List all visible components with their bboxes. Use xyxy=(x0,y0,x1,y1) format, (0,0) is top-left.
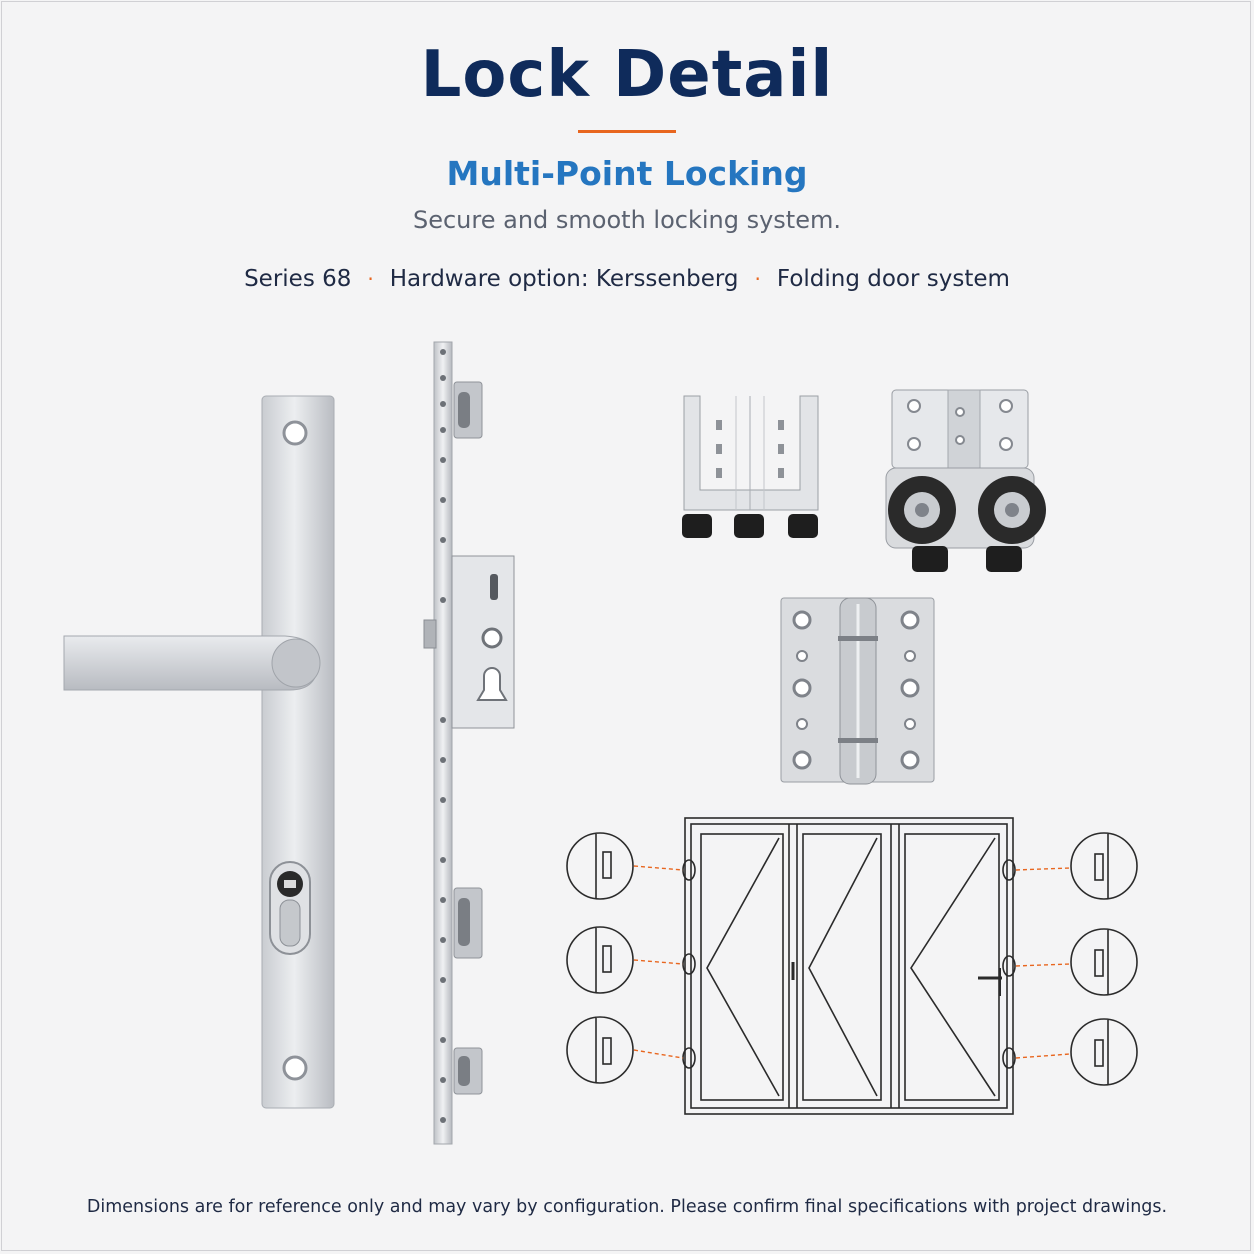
bottom-guide-bracket-icon xyxy=(682,395,819,538)
accent-divider xyxy=(578,130,676,133)
door-handle-with-cylinder-icon xyxy=(63,395,335,1109)
folding-door-diagram-icon xyxy=(566,817,1138,1115)
spec-system: Folding door system xyxy=(776,266,1010,292)
tagline: Secure and smooth locking system. xyxy=(412,206,841,234)
roller-carriage-icon xyxy=(885,389,1046,572)
disclaimer: Dimensions are for reference only and ma… xyxy=(86,1197,1168,1217)
page-subtitle: Multi-Point Locking xyxy=(446,154,808,193)
multi-point-lock-strip-icon xyxy=(423,341,515,1145)
butt-hinge-icon xyxy=(780,597,935,785)
spec-separator: · xyxy=(367,267,374,291)
spec-hardware: Hardware option: Kerssenberg xyxy=(389,266,739,292)
spec-separator: · xyxy=(754,267,761,291)
spec-series: Series 68 xyxy=(244,266,352,292)
spec-line: Series 68 · Hardware option: Kerssenberg · F… xyxy=(0,266,1254,292)
page-title: Lock Detail xyxy=(420,38,834,112)
